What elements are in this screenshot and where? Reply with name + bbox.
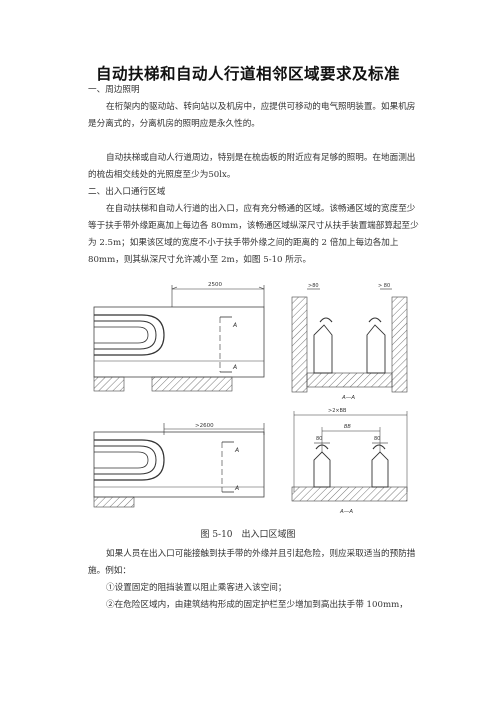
dim-bb: BB <box>344 424 351 430</box>
paragraph-passage-1: 在自动扶梯和自动人行道的出入口，应有充分畅通的区域。该畅通区域的宽度至少等于扶手… <box>88 204 419 265</box>
section-heading-passage: 二、出入口通行区域 <box>88 187 166 197</box>
dim-top-left: 2500 <box>208 282 222 288</box>
section-label-top: A—A <box>341 395 355 401</box>
dim-2bb: >2×BB <box>328 408 347 414</box>
dim-bottom-left: >2600 <box>195 423 214 429</box>
list-item-1: ①设置固定的阻挡装置以阻止乘客进入该空间； <box>106 583 287 593</box>
section-view-top <box>291 288 408 393</box>
section-heading-lighting: 一、周边照明 <box>88 85 140 95</box>
label-a4: A <box>234 485 239 492</box>
plan-view-top <box>93 285 265 392</box>
label-a1: A <box>232 322 237 329</box>
page-title: 自动扶梯和自动人行道相邻区域要求及标准 <box>95 65 400 83</box>
figure-caption: 图 5-10 出入口区域图 <box>200 530 296 540</box>
dim-80-a: 80 <box>316 436 322 442</box>
paragraph-lighting-2: 自动扶梯或自动人行道周边，特别是在梳齿板的附近应有足够的照明。在地面测出的梳齿相… <box>88 153 416 180</box>
dim-80-b: 80 <box>374 436 380 442</box>
dim-80-right-top: > 80 <box>378 283 390 289</box>
dim-80-left-top: >80 <box>308 283 319 289</box>
label-a3: A <box>234 447 239 454</box>
plan-view-bottom <box>93 423 265 508</box>
list-item-2: ②在危险区域内，由建筑结构形成的固定护栏至少增加到高出扶手带 100mm， <box>106 600 408 610</box>
section-label-bottom: A—A <box>339 509 353 515</box>
label-a2: A <box>232 364 237 371</box>
paragraph-precaution: 如果人员在出入口可能接触到扶手带的外缘并且引起危险，则应采取适当的预防措施。例如… <box>88 549 416 576</box>
paragraph-lighting-1: 在桁架内的驱动站、转向站以及机房中，应提供可移动的电气照明装置。如果机房是分离式… <box>88 102 416 129</box>
figure-entrance-area: 2500 A A >2600 A A <box>93 282 408 515</box>
section-view-bottom <box>291 411 408 502</box>
